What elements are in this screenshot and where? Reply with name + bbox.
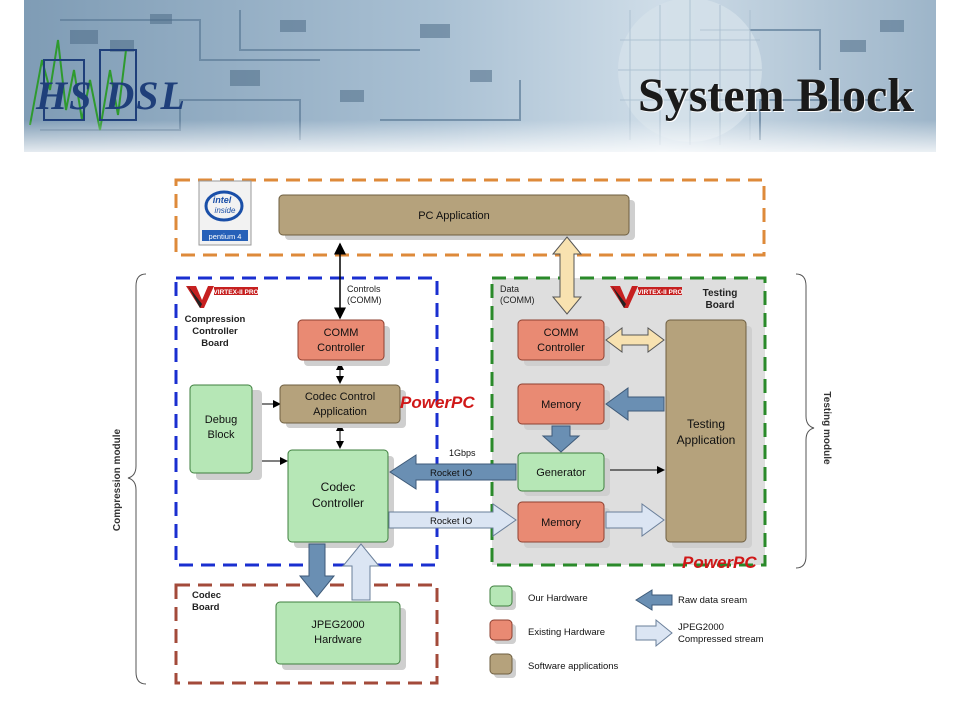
comm-controller-right-block: COMM Controller	[517, 319, 605, 361]
svg-text:Board: Board	[706, 300, 735, 311]
debug-block: Debug Block	[189, 384, 253, 474]
svg-text:(COMM): (COMM)	[347, 295, 382, 305]
testing-module-label: Testing module	[821, 391, 832, 465]
comm-controller-left-block: COMM Controller	[297, 319, 385, 361]
testing-application-block: Testing Application	[665, 319, 747, 543]
svg-text:(COMM): (COMM)	[500, 295, 535, 305]
compression-module-label: Compression module	[112, 428, 123, 531]
legend-compressed-arrow	[635, 618, 673, 648]
legend-compressed-label-2: Compressed stream	[678, 634, 764, 645]
svg-text:Application: Application	[677, 433, 736, 447]
svg-text:Board: Board	[192, 602, 220, 613]
legend-compressed-label-1: JPEG2000	[678, 622, 724, 633]
svg-text:Data: Data	[500, 284, 519, 294]
rocket-io-raw-arrow	[389, 454, 517, 490]
svg-text:Testing: Testing	[703, 288, 738, 299]
legend-our-hardware-label: Our Hardware	[528, 593, 588, 604]
gbps-label: 1Gbps	[446, 446, 484, 459]
pc-to-comm-data-arrow	[551, 236, 583, 315]
data-label: Data (COMM)	[500, 284, 535, 305]
svg-text:Application: Application	[313, 406, 367, 418]
pc-application-block: PC Application	[278, 194, 630, 236]
memory-to-generator-raw-arrow	[541, 425, 581, 453]
jpeg-to-controller-compressed-arrow	[341, 543, 381, 601]
powerpc-logo-right: PowerPC	[682, 553, 757, 572]
testing-board-label: Testing Board	[703, 288, 738, 311]
codec-controller-block: Codec Controller	[287, 449, 389, 543]
legend: Our Hardware Existing Hardware Software …	[489, 585, 764, 678]
svg-text:Hardware: Hardware	[314, 634, 362, 646]
rocket-io-bottom-label: Rocket IO	[430, 516, 472, 527]
svg-text:Controller: Controller	[312, 496, 364, 510]
memory-top-block: Memory	[517, 383, 605, 425]
svg-text:Codec: Codec	[192, 590, 221, 601]
svg-text:Debug: Debug	[205, 414, 237, 426]
codec-board-border	[174, 583, 439, 685]
svg-text:VIRTEX-II PRO: VIRTEX-II PRO	[637, 289, 682, 296]
svg-text:Controller: Controller	[537, 342, 585, 354]
svg-text:Controller: Controller	[317, 342, 365, 354]
svg-text:COMM: COMM	[324, 327, 359, 339]
svg-text:Generator: Generator	[536, 467, 586, 479]
svg-text:Memory: Memory	[541, 517, 581, 529]
pc-region-border	[174, 178, 766, 257]
legend-raw-arrow	[635, 589, 673, 611]
svg-text:Codec Control: Codec Control	[305, 391, 375, 403]
virtex-logo-left: VIRTEX-II PRO	[186, 286, 259, 308]
svg-text:1Gbps: 1Gbps	[449, 448, 476, 458]
controller-to-jpeg-raw-arrow	[298, 543, 336, 598]
svg-text:PC Application: PC Application	[418, 210, 490, 222]
svg-text:Controller: Controller	[192, 326, 238, 337]
svg-text:JPEG2000: JPEG2000	[311, 619, 364, 631]
codec-board-label: Codec Board	[192, 590, 221, 613]
compression-board-label: Compression Controller Board	[185, 314, 246, 349]
svg-text:Memory: Memory	[541, 399, 581, 411]
svg-text:Board: Board	[201, 338, 229, 349]
testing-module-brace	[795, 273, 815, 569]
svg-text:Block: Block	[208, 429, 235, 441]
hs-dsl-logo: HS DSL	[36, 73, 187, 118]
jpeg2000-hardware-block: JPEG2000 Hardware	[275, 601, 401, 665]
legend-existing-hardware-label: Existing Hardware	[528, 627, 605, 638]
legend-swatch-existing-hardware	[489, 619, 513, 641]
legend-swatch-software	[489, 653, 513, 675]
svg-text:VIRTEX-II PRO: VIRTEX-II PRO	[213, 289, 258, 296]
svg-text:Testing: Testing	[687, 417, 725, 431]
legend-software-label: Software applications	[528, 661, 619, 672]
powerpc-logo-left: PowerPC	[400, 393, 475, 412]
svg-text:intel: intel	[213, 195, 232, 205]
testing-board-border	[490, 276, 767, 567]
controls-label: Controls (COMM)	[347, 284, 382, 305]
intel-pentium4-icon: intel inside pentium 4	[198, 180, 252, 246]
virtex-logo-right: VIRTEX-II PRO	[610, 286, 683, 308]
generator-block: Generator	[517, 452, 605, 492]
svg-text:Controls: Controls	[347, 284, 381, 294]
compression-board-border	[174, 276, 439, 567]
svg-text:COMM: COMM	[544, 327, 579, 339]
header-banner: HS DSL System Block	[0, 0, 960, 160]
codec-control-application-block: Codec Control Application	[279, 384, 401, 424]
legend-raw-label: Raw data sream	[678, 595, 747, 606]
svg-text:pentium 4: pentium 4	[209, 232, 242, 241]
svg-text:inside: inside	[215, 206, 236, 215]
compression-module-brace	[127, 273, 147, 685]
slide-title: System Block	[638, 69, 914, 122]
svg-text:Codec: Codec	[321, 480, 356, 494]
comm-to-testing-data-arrow	[605, 327, 665, 353]
memory-to-testing-compressed-arrow	[605, 503, 665, 537]
legend-swatch-our-hardware	[489, 585, 513, 607]
rocket-io-top-label: Rocket IO	[430, 468, 472, 479]
banner-background	[0, 0, 960, 160]
rocket-io-compressed-arrow	[388, 503, 517, 537]
svg-text:Compression: Compression	[185, 314, 246, 325]
memory-bottom-block: Memory	[517, 501, 605, 543]
testing-to-memory-raw-arrow	[605, 387, 665, 421]
